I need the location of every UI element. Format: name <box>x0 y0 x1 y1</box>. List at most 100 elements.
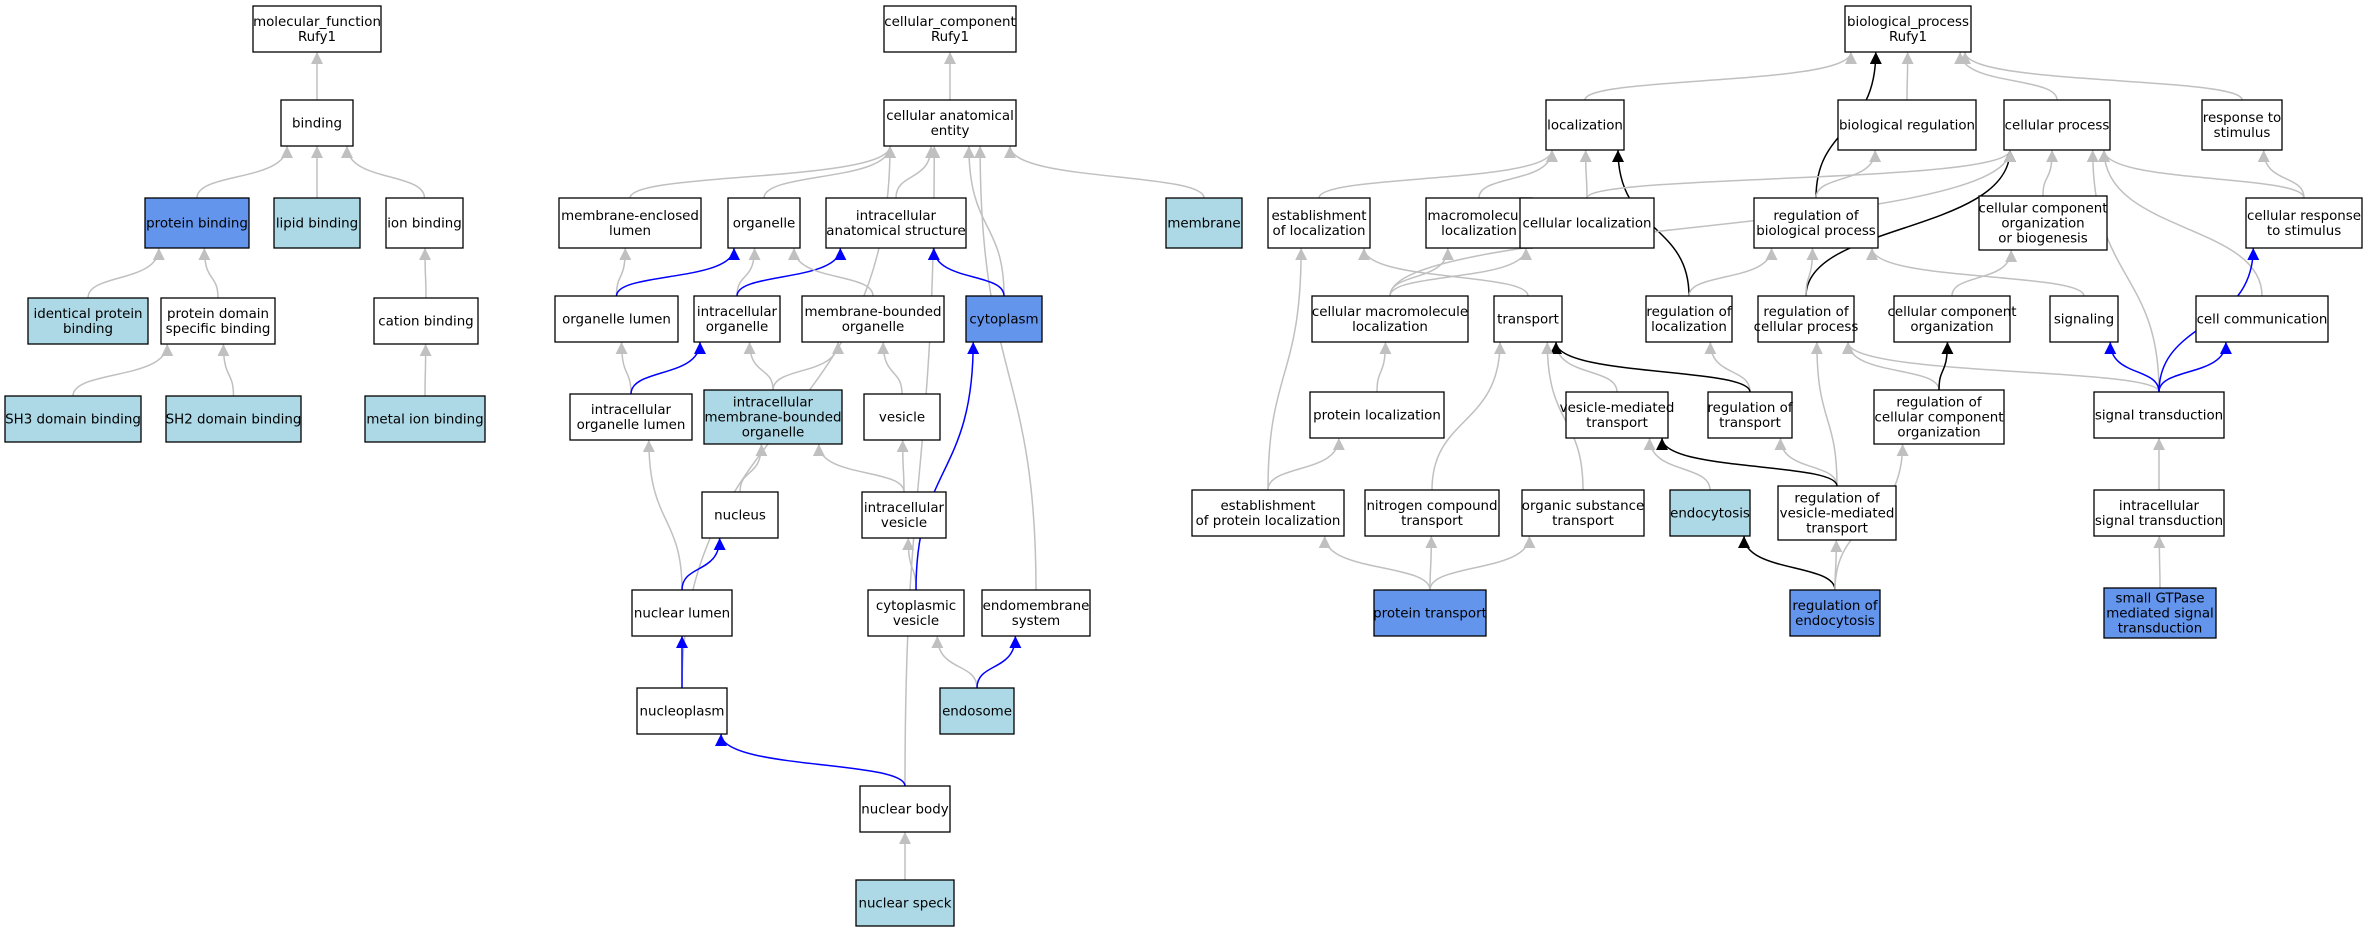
node-box <box>883 99 1017 147</box>
node-box <box>701 491 779 539</box>
node-cellular-localization: cellular localization <box>1519 197 1655 249</box>
node-box <box>861 491 947 539</box>
node-box <box>1789 589 1881 637</box>
node-box <box>2049 295 2119 343</box>
node-label: regulation of <box>1896 396 1981 411</box>
node-label: nuclear body <box>861 803 948 818</box>
node-cell-communication: cell communication <box>2195 295 2329 343</box>
node-label: Rufy1 <box>931 30 969 45</box>
node-label: SH3 domain binding <box>5 413 141 428</box>
node-metal-ion-binding: metal ion binding <box>364 395 486 443</box>
node-label: membrane <box>1167 217 1240 232</box>
edge-intracellular-organelle-to-intracellular-anatomical-structure <box>736 247 847 297</box>
node-cation-binding: cation binding <box>373 297 479 345</box>
node-box <box>1493 295 1563 343</box>
node-transport: transport <box>1493 295 1563 343</box>
node-nucleoplasm: nucleoplasm <box>636 687 728 735</box>
edge-nucleus-to-intracellular-membrane-bounded-organelle <box>739 443 768 493</box>
edge-response-to-stimulus-to-bp-root <box>1959 51 2243 101</box>
node-label: cation binding <box>378 315 473 330</box>
edge-sh2-domain-binding-to-protein-domain-specific-binding <box>217 343 235 397</box>
node-label: of localization <box>1273 224 1366 239</box>
node-label: organelle <box>842 320 905 335</box>
node-label: cellular macromolecule <box>1312 305 1468 320</box>
node-box <box>273 197 361 249</box>
node-box <box>855 879 955 927</box>
edge-regulation-of-vesicle-mediated-transport-to-regulation-of-transport <box>1774 437 1838 487</box>
node-box <box>703 389 843 445</box>
node-label: organization <box>2001 217 2084 232</box>
edge-regulation-of-cellular-component-organization-to-regulation-of-cellular-process <box>1842 341 1940 391</box>
node-label: macromolecule <box>1427 209 1530 224</box>
node-label: intracellular <box>697 305 778 320</box>
node-label: SH2 domain binding <box>166 413 302 428</box>
edge-cellular-macromolecule-localization-to-cellular-localization <box>1389 247 1532 297</box>
node-label: cytoplasmic <box>876 599 956 614</box>
edge-regulation-of-transport-to-transport <box>1550 341 1751 393</box>
node-box <box>252 5 382 53</box>
node-biological-regulation: biological regulation <box>1837 99 1977 151</box>
edge-cellular-localization-to-localization <box>1579 149 1592 199</box>
node-label: identical protein <box>33 307 142 322</box>
edge-cellular-macromolecule-localization-to-macromolecule-localization <box>1389 247 1454 297</box>
node-label: signaling <box>2054 313 2114 328</box>
node-label: organelle <box>742 426 805 441</box>
node-endosome: endosome <box>939 687 1015 735</box>
node-box <box>1978 195 2108 251</box>
node-protein-binding: protein binding <box>144 197 250 249</box>
edge-signal-transduction-to-cellular-process <box>2086 149 2160 393</box>
node-box <box>1165 197 1243 249</box>
node-label: molecular_function <box>253 15 381 30</box>
node-box <box>1545 99 1625 151</box>
node-label: nucleoplasm <box>640 705 725 720</box>
node-box <box>1837 99 1977 151</box>
edge-ion-binding-to-binding <box>341 145 426 199</box>
edge-transport-to-establishment-of-localization <box>1358 247 1529 297</box>
node-label: entity <box>931 124 970 139</box>
node-label: biological_process <box>1847 15 1969 30</box>
edge-establishment-of-localization-to-localization <box>1318 149 1558 199</box>
edge-endomembrane-system-to-cellular-anatomical-entity <box>974 145 1037 591</box>
edge-protein-domain-specific-binding-to-protein-binding <box>198 247 219 299</box>
node-label: organelle lumen <box>562 313 671 328</box>
node-nucleus: nucleus <box>701 491 779 539</box>
edge-intracellular-organelle-to-organelle <box>736 247 761 297</box>
node-label: establishment <box>1220 499 1315 514</box>
node-label: transport <box>1806 522 1868 537</box>
edge-endosome-to-cytoplasmic-vesicle <box>931 635 978 689</box>
node-box <box>1364 489 1500 537</box>
node-box <box>1373 589 1487 637</box>
node-label: regulation of <box>1646 305 1731 320</box>
edge-organelle-to-cellular-anatomical-entity <box>763 145 896 199</box>
edge-intracellular-organelle-lumen-to-organelle-lumen <box>615 341 632 395</box>
edge-cellular-response-to-stimulus-to-cellular-process <box>2098 149 2305 199</box>
edge-biological-regulation-to-bp-root <box>1901 51 1914 101</box>
node-label: membrane-bounded <box>805 305 942 320</box>
node-organelle-lumen: organelle lumen <box>554 295 679 343</box>
edge-endosome-to-endomembrane-system <box>976 635 1022 689</box>
node-label: ion binding <box>387 217 462 232</box>
node-label: regulation of <box>1792 599 1877 614</box>
node-label: response to <box>2203 111 2282 126</box>
node-box <box>1707 391 1793 439</box>
edge-signal-transduction-to-signaling <box>2104 341 2160 393</box>
node-localization: localization <box>1545 99 1625 151</box>
edge-nuclear-body-to-nucleoplasm <box>715 733 906 787</box>
node-label: cellular process <box>1754 320 1859 335</box>
node-label: vesicle-mediated <box>1560 401 1675 416</box>
node-label: regulation of <box>1707 401 1792 416</box>
node-box <box>2245 197 2363 249</box>
node-label: transport <box>1552 514 1614 529</box>
node-label: vesicle <box>881 516 927 531</box>
node-signal-transduction: signal transduction <box>2093 391 2225 439</box>
node-label: metal ion binding <box>366 413 483 428</box>
